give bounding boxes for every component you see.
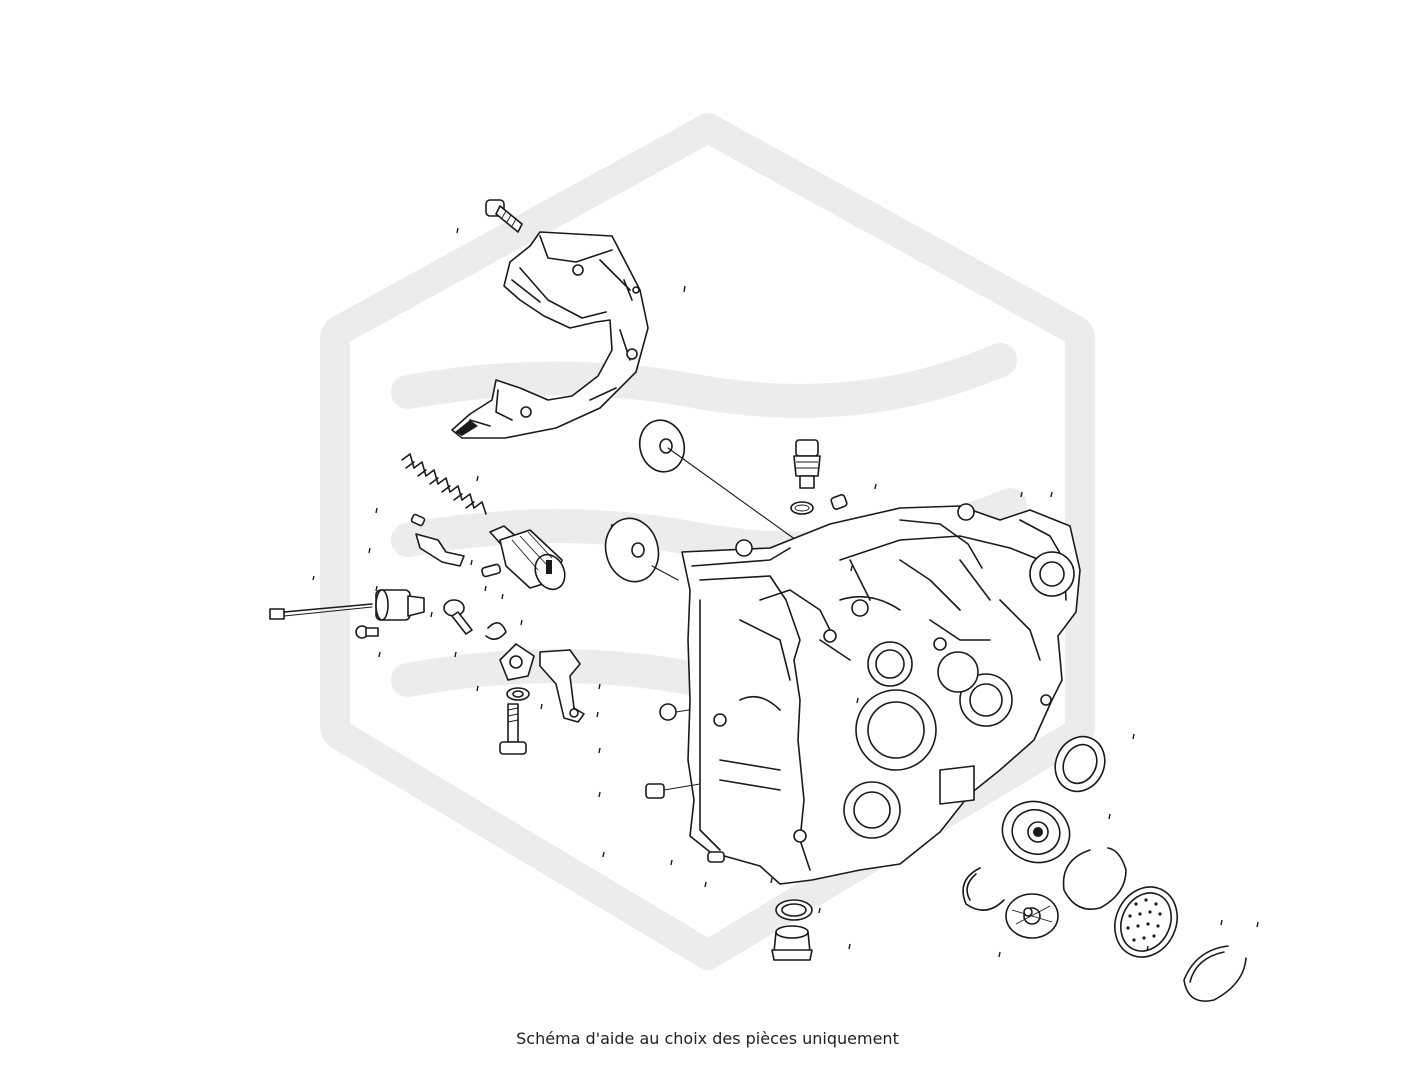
bracket	[410, 513, 465, 567]
pin	[481, 563, 502, 578]
spacer-disc	[604, 517, 679, 583]
breather-plug	[793, 439, 821, 489]
drain-o-ring	[775, 899, 813, 921]
o-ring	[790, 501, 814, 515]
housing-bolt	[645, 783, 701, 799]
bolt	[485, 199, 523, 233]
diagram-caption: Schéma d'aide au choix des pièces unique…	[516, 1029, 899, 1048]
gasket-disc	[638, 419, 797, 541]
dowel	[830, 494, 848, 510]
oil-filter-disc	[1114, 886, 1178, 958]
snap-ring	[962, 867, 1005, 911]
ring-small	[1005, 893, 1059, 939]
oil-screen	[1023, 907, 1033, 917]
bearing	[1001, 800, 1071, 864]
lever	[539, 649, 585, 723]
gear-cover	[451, 231, 649, 439]
clip	[485, 622, 507, 640]
long-bolt	[499, 703, 527, 755]
drain-plug	[771, 925, 813, 961]
retaining-ring	[1062, 847, 1127, 910]
spring	[401, 453, 487, 515]
seal-ring	[1054, 735, 1106, 793]
housing	[681, 503, 1081, 885]
circlip-large	[1183, 945, 1247, 1002]
solenoid-with-wire	[269, 589, 425, 621]
small-screw	[355, 625, 379, 639]
pivot-bolt	[443, 599, 473, 635]
dowel-lower	[707, 851, 725, 863]
reference-ticks	[312, 227, 1259, 958]
washer	[506, 687, 530, 701]
shift-shaft	[489, 525, 566, 591]
shift-cam	[499, 643, 535, 681]
